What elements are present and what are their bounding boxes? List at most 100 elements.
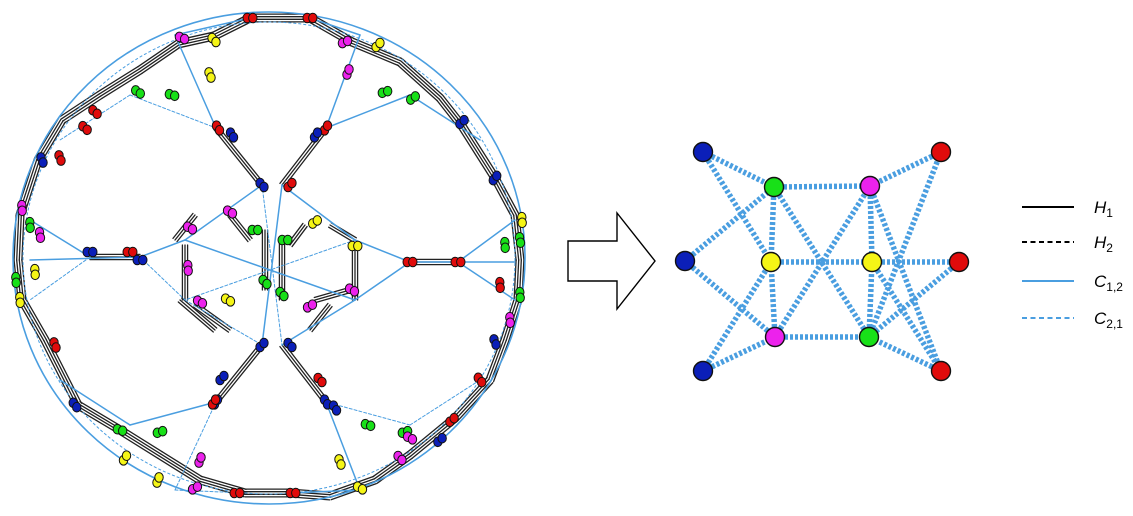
graph-node bbox=[764, 326, 786, 348]
lattice-blue-edge bbox=[184, 299, 263, 346]
lattice-black-edge bbox=[97, 66, 139, 93]
lattice-atom bbox=[135, 88, 146, 99]
lattice-atom bbox=[211, 36, 221, 48]
lattice-black-edge bbox=[291, 225, 308, 248]
graph-edge bbox=[768, 261, 778, 338]
lattice-black-edge bbox=[79, 400, 123, 428]
graph-edge bbox=[683, 184, 776, 264]
lattice-atoms bbox=[11, 12, 527, 499]
lattice-atom bbox=[248, 12, 258, 24]
lattice-atom bbox=[495, 282, 505, 294]
lattice-black-edge bbox=[18, 214, 22, 261]
lattice-black-edge bbox=[117, 432, 159, 459]
lattice-atom bbox=[262, 278, 272, 290]
lattice-blue-edge bbox=[281, 299, 356, 346]
legend-item-c21: C2,1 bbox=[1022, 309, 1123, 331]
lattice-black-edge bbox=[211, 13, 249, 34]
lattice-blue-edge bbox=[139, 256, 186, 301]
legend-subscript: 2,1 bbox=[1106, 317, 1123, 331]
lattice-blue-edge bbox=[184, 239, 356, 301]
lattice-atom bbox=[88, 246, 98, 258]
lattice-atom bbox=[449, 412, 459, 424]
graph-edge bbox=[771, 185, 872, 339]
lattice-black-edge bbox=[215, 20, 253, 41]
lattice-blue-edge bbox=[309, 17, 361, 36]
lattice-atom bbox=[128, 246, 138, 258]
lattice-atom bbox=[342, 35, 353, 47]
lattice-atom bbox=[259, 181, 269, 193]
lattice-black-edge bbox=[279, 345, 325, 405]
lattice-black-edge bbox=[62, 95, 102, 122]
lattice-black-edge bbox=[328, 475, 375, 493]
lattice-atom bbox=[287, 177, 297, 189]
lattice-black-edge bbox=[350, 42, 401, 64]
graph-edge bbox=[866, 151, 944, 338]
lattice-black-edge bbox=[283, 342, 329, 402]
lattice-black-edge bbox=[376, 457, 413, 484]
lattice-black-edge bbox=[311, 305, 333, 333]
lattice-black-edge bbox=[213, 128, 261, 188]
lattice-diagram bbox=[11, 11, 527, 505]
lattice-blue-edge bbox=[174, 17, 251, 36]
lattice-black-edge bbox=[21, 214, 25, 261]
lattice-black-edge bbox=[200, 475, 247, 490]
lattice-blue-edge bbox=[59, 379, 131, 426]
lattice-black-edge bbox=[315, 291, 352, 304]
lattice-black-edge bbox=[215, 127, 263, 186]
graph-node bbox=[763, 176, 785, 198]
graph-node bbox=[760, 251, 782, 273]
graph-node bbox=[692, 360, 714, 382]
lattice-black-edge bbox=[330, 483, 377, 501]
lattice-black-edge bbox=[213, 342, 261, 402]
lattice-black-edge bbox=[215, 344, 263, 403]
legend-subscript: 1 bbox=[1106, 206, 1113, 220]
lattice-black-edge bbox=[493, 177, 515, 217]
lattice-black-edge bbox=[177, 301, 214, 333]
lattice-atom bbox=[407, 434, 418, 445]
lattice-black-edge bbox=[490, 339, 507, 382]
lattice-atom bbox=[219, 370, 229, 382]
lattice-atom bbox=[505, 317, 515, 329]
lattice-black-edge bbox=[328, 478, 376, 496]
lattice-black-edge bbox=[140, 44, 180, 72]
lattice-blue-edge bbox=[29, 219, 91, 258]
lattice-atom bbox=[228, 132, 239, 143]
graph-edges bbox=[683, 149, 961, 374]
lattice-blue-hull bbox=[22, 21, 516, 495]
graph-edge bbox=[867, 185, 944, 372]
lattice-black-edge bbox=[160, 453, 202, 480]
lattice-atom bbox=[492, 170, 502, 182]
lattice-blue-edge bbox=[325, 34, 361, 129]
lattice-blue-edge bbox=[174, 401, 217, 491]
lattice-black-edge bbox=[16, 214, 20, 261]
graph-edge bbox=[701, 334, 777, 374]
lattice-black-edge bbox=[400, 60, 442, 98]
lattice-atom bbox=[353, 240, 363, 252]
legend-symbol: C bbox=[1094, 309, 1107, 328]
lattice-black-edge bbox=[78, 403, 122, 430]
lattice-atom bbox=[456, 256, 466, 268]
lattice-atom bbox=[517, 217, 527, 229]
lattice-atom bbox=[197, 298, 208, 309]
lattice-black-edge bbox=[227, 215, 249, 243]
lattice-edges bbox=[12, 11, 526, 505]
lattice-blue-edge bbox=[129, 401, 217, 426]
lattice-black-edge bbox=[161, 451, 203, 478]
graph-edge bbox=[773, 183, 871, 190]
graph-edge bbox=[867, 334, 943, 374]
lattice-atom bbox=[25, 222, 35, 234]
lattice-black-edge bbox=[396, 64, 439, 102]
graph-edge bbox=[867, 185, 875, 263]
lattice-black-edge bbox=[349, 44, 400, 67]
lattice-black-edge bbox=[118, 430, 160, 457]
lattice-atom bbox=[11, 277, 21, 289]
lattice-blue-edge bbox=[289, 489, 361, 494]
lattice-blue-edge bbox=[354, 239, 411, 263]
lattice-atom bbox=[157, 425, 168, 437]
lattice-black-edge bbox=[101, 72, 143, 99]
lattice-atom bbox=[287, 341, 297, 353]
legend: H1 H2 C1,2 C2,1 bbox=[1022, 198, 1123, 331]
lattice-black-edge bbox=[22, 298, 47, 341]
lattice-black-edge bbox=[490, 179, 513, 218]
lattice-atom bbox=[331, 405, 342, 416]
